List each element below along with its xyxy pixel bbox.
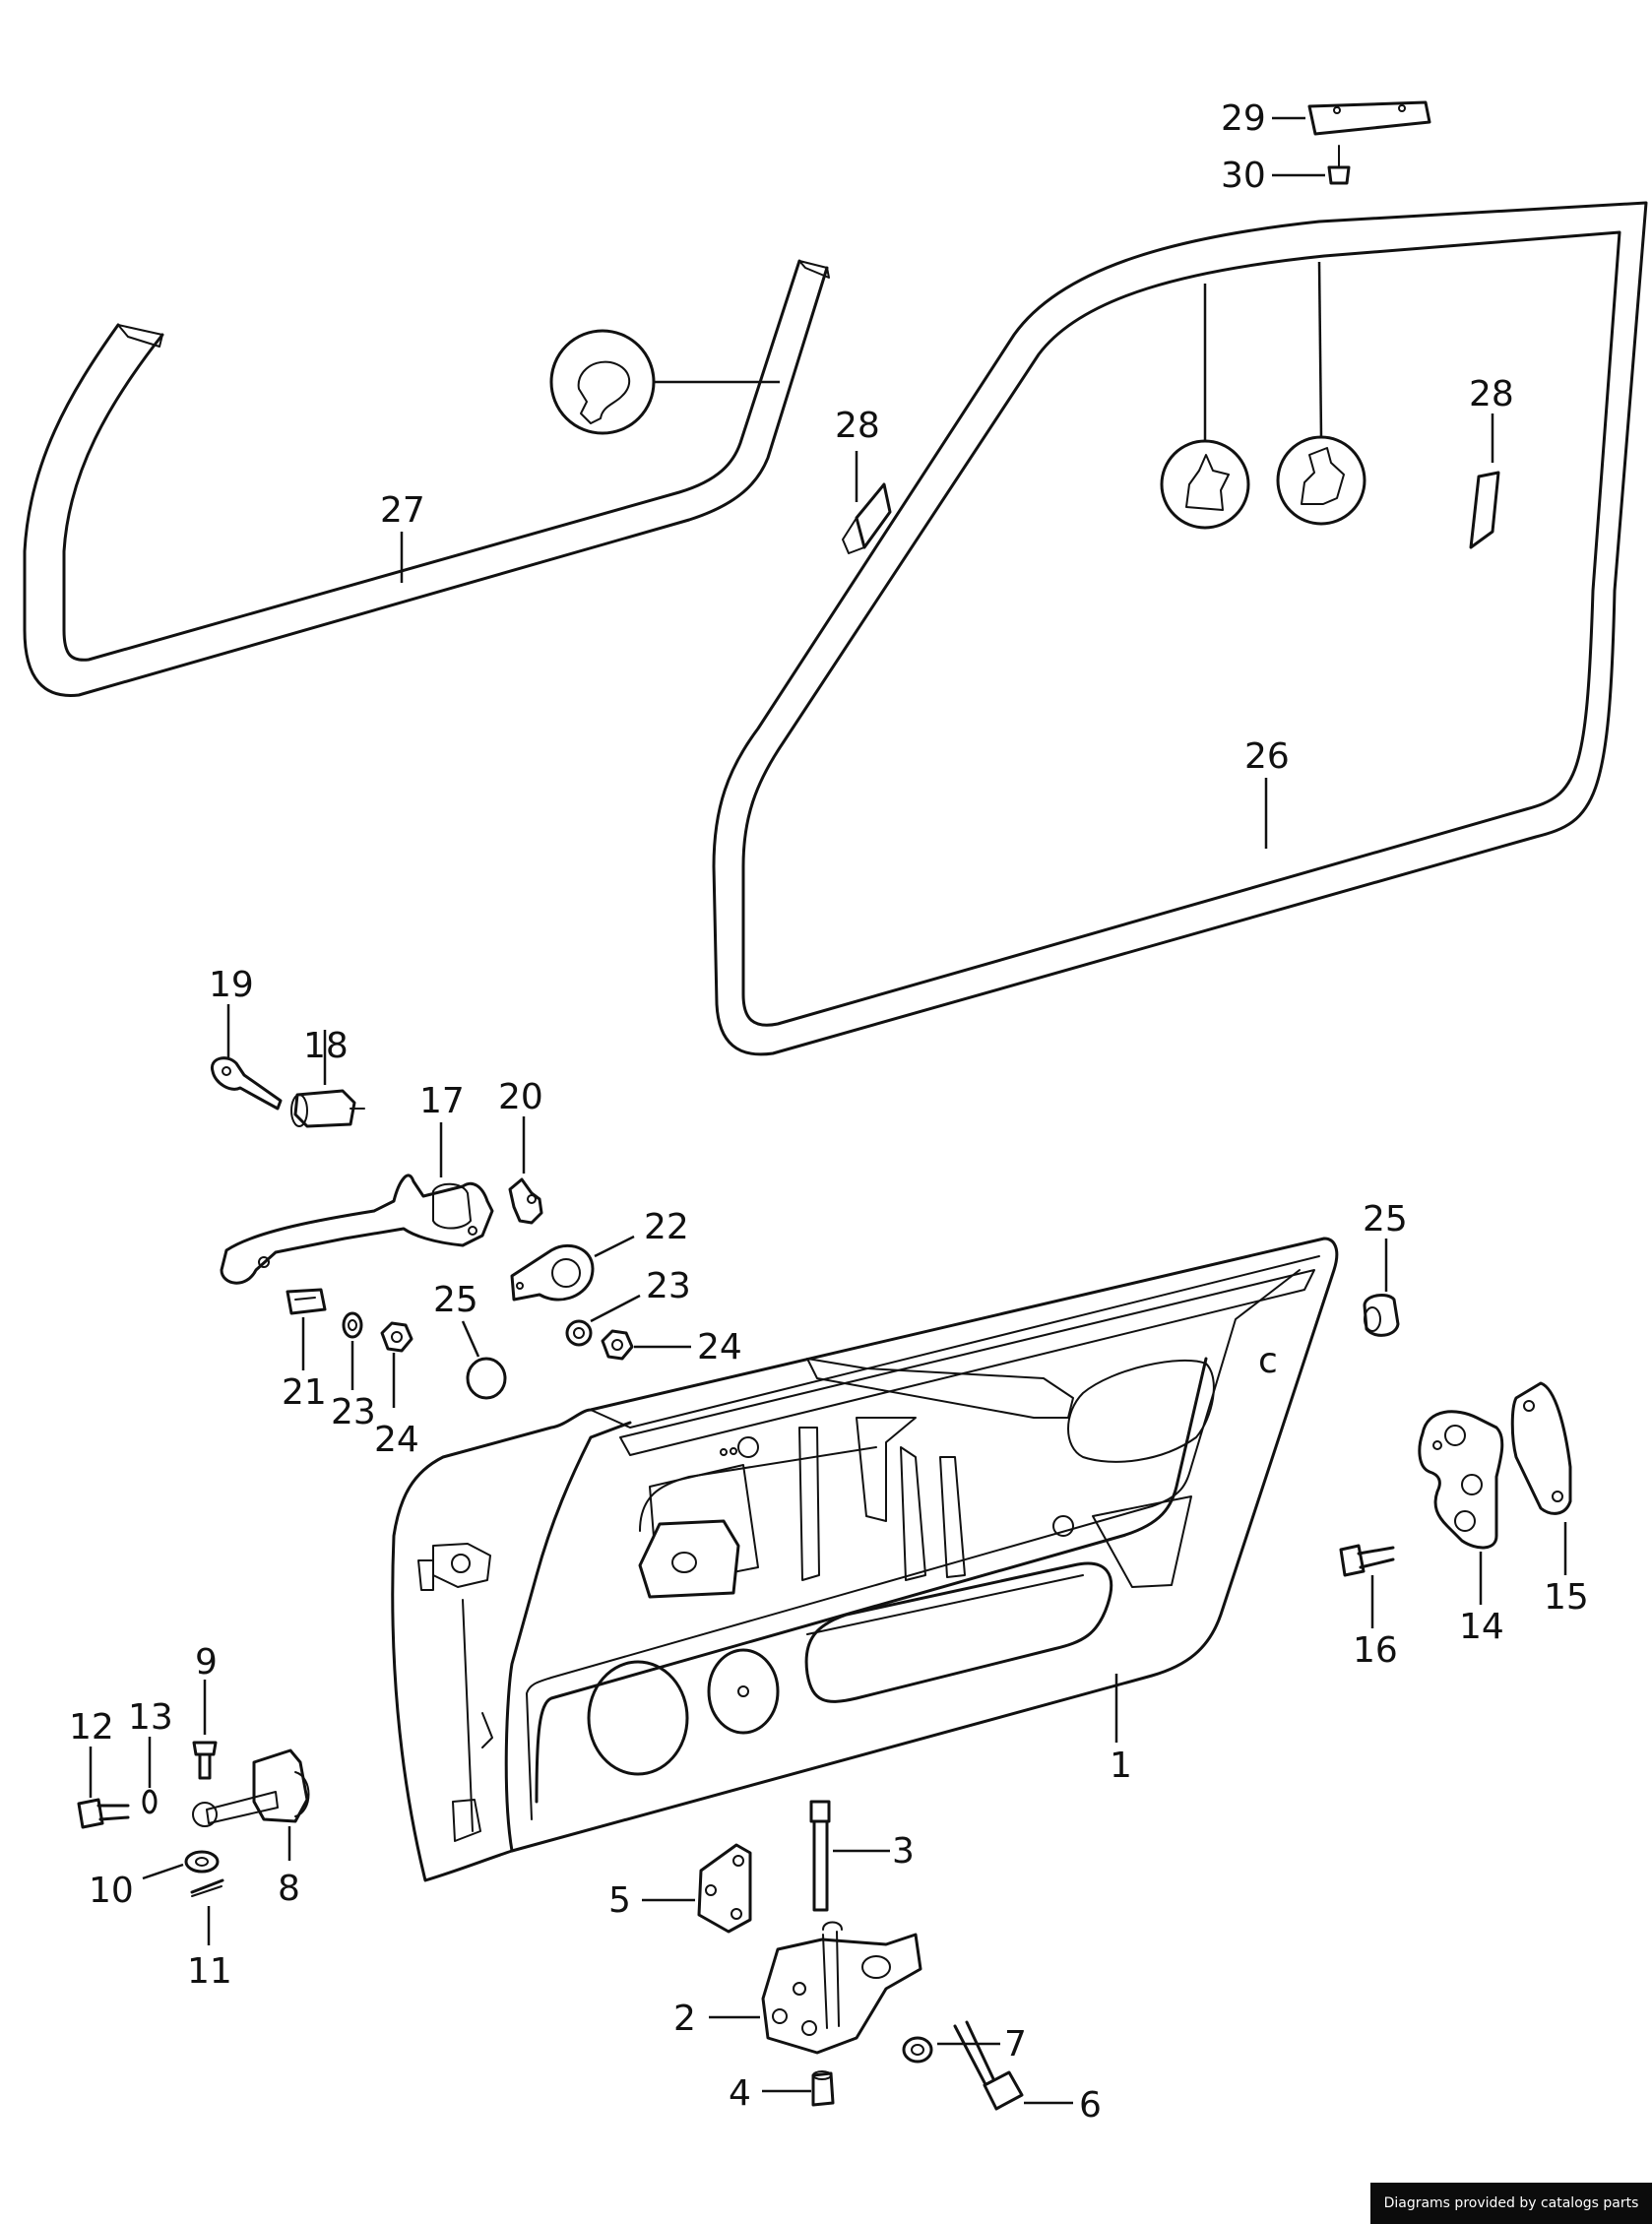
washer-23a: [565, 1294, 641, 1347]
callout-24-upper: 24: [697, 1327, 742, 1367]
callout-11: 11: [187, 1951, 232, 1992]
callout-6: 6: [1079, 2085, 1102, 2126]
callout-15: 15: [1544, 1577, 1589, 1618]
watermark-badge: Diagrams provided by catalogs parts: [1370, 2183, 1652, 2224]
seal-piece-28-left: [842, 451, 892, 554]
bushing-4: [762, 2070, 835, 2107]
callout-3: 3: [892, 1831, 915, 1872]
seal-piece-28-right: [1469, 413, 1500, 549]
bolt-6: [953, 2020, 1073, 2111]
callout-16: 16: [1353, 1630, 1398, 1671]
key-19: [210, 1004, 283, 1111]
callout-27: 27: [380, 490, 425, 531]
gasket-22: [510, 1235, 635, 1302]
callout-25-left: 25: [433, 1280, 478, 1320]
washer-10: [142, 1850, 220, 1880]
callout-13: 13: [128, 1697, 173, 1738]
washer-7: [902, 2036, 1000, 2064]
lever-20: [508, 1116, 543, 1225]
callout-23-upper: 23: [646, 1266, 691, 1306]
callout-28-left: 28: [835, 406, 880, 446]
callout-25-right: 25: [1363, 1199, 1408, 1239]
seal-profile-detail-26a: [1160, 284, 1250, 530]
callout-26: 26: [1244, 736, 1290, 777]
bolt-12: [77, 1747, 130, 1829]
hinge-2: [709, 1921, 922, 2055]
window-seal-26: [712, 201, 1648, 1056]
callout-8: 8: [278, 1869, 300, 1909]
callout-4: 4: [729, 2073, 751, 2114]
washer-13: [142, 1737, 158, 1814]
callout-1: 1: [1110, 1746, 1132, 1786]
nut-24a: [601, 1329, 691, 1361]
nut-24b: [380, 1321, 413, 1408]
callout-18: 18: [303, 1026, 349, 1066]
callout-7: 7: [1004, 2024, 1027, 2065]
callout-23-lower: 23: [331, 1392, 376, 1432]
callout-20: 20: [498, 1077, 543, 1117]
door-handle-17: [220, 1122, 494, 1285]
pin-9: [192, 1680, 218, 1780]
lock-cylinder-18: [290, 1030, 365, 1128]
door-seal-27: [23, 259, 830, 697]
escutcheon-21: [286, 1288, 327, 1370]
seal-profile-detail-26b: [1276, 261, 1366, 526]
callout-12: 12: [69, 1707, 114, 1747]
seal-profile-detail-27: [549, 329, 780, 435]
callout-9: 9: [195, 1642, 218, 1683]
callout-2: 2: [673, 1999, 696, 2039]
callout-29: 29: [1221, 98, 1266, 139]
callout-21: 21: [282, 1372, 327, 1413]
callout-10: 10: [89, 1871, 134, 1911]
door-shell-1: c: [391, 1237, 1339, 1882]
callout-19: 19: [209, 965, 254, 1005]
hinge-pin-3: [809, 1800, 890, 1912]
door-check-8: [192, 1748, 310, 1861]
screw-30: [1272, 145, 1351, 185]
washer-23b: [342, 1311, 363, 1390]
striker-plate-14: [1418, 1410, 1504, 1605]
trim-block-29: [1272, 100, 1431, 136]
plug-25b: [1363, 1239, 1400, 1337]
panel-marking-c: c: [1258, 1341, 1278, 1381]
callout-28-right: 28: [1469, 374, 1514, 414]
callout-30: 30: [1221, 156, 1266, 196]
callout-5: 5: [608, 1880, 631, 1921]
gasket-15: [1510, 1381, 1572, 1575]
callout-24-lower: 24: [374, 1420, 419, 1460]
plug-25a: [461, 1320, 507, 1400]
cotter-pin-11: [190, 1878, 224, 1945]
screw-16: [1339, 1544, 1395, 1628]
callout-17: 17: [419, 1081, 465, 1121]
callout-14: 14: [1459, 1607, 1504, 1647]
hinge-plate-5: [642, 1843, 752, 1934]
callout-22: 22: [644, 1207, 689, 1247]
